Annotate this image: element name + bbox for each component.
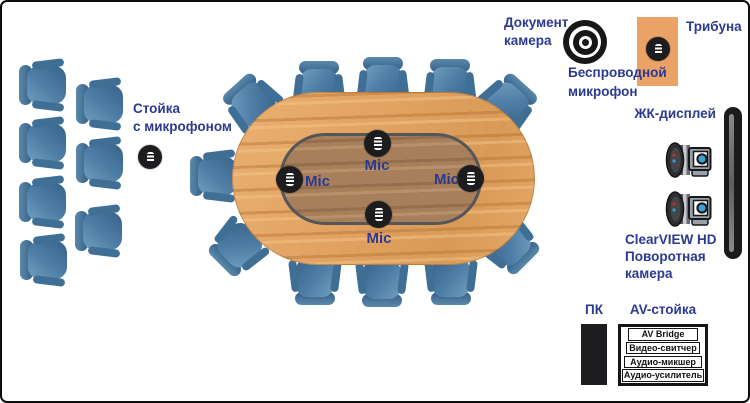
chair-seat bbox=[84, 85, 123, 123]
ptz-camera-icon bbox=[665, 142, 712, 178]
chair bbox=[75, 204, 125, 258]
rack-unit-audio-amplifier: Аудио-усилитель bbox=[622, 369, 704, 382]
mic-grille-icon bbox=[146, 151, 154, 163]
lcd-stripe bbox=[729, 114, 734, 252]
ring bbox=[563, 20, 607, 64]
rack-unit-audio-mixer: Аудио-микшер bbox=[624, 355, 702, 369]
chair-seat bbox=[27, 66, 66, 104]
chair-seat bbox=[363, 260, 401, 299]
mic-grille-icon bbox=[374, 208, 383, 221]
chair-seat bbox=[83, 212, 122, 250]
lcd-display-label: ЖК-дисплей bbox=[634, 106, 716, 121]
lcd-display-bar bbox=[724, 107, 742, 259]
mic-label-left: Mic bbox=[305, 173, 331, 190]
rack-unit-av-bridge: AV Bridge bbox=[628, 328, 698, 341]
chair-seat bbox=[84, 144, 123, 182]
microphone-stand-icon bbox=[138, 145, 162, 169]
chair-seat bbox=[28, 241, 67, 279]
microphone-icon bbox=[365, 201, 392, 228]
chair bbox=[76, 136, 126, 190]
pc-tower bbox=[581, 324, 607, 385]
wireless-microphone-icon bbox=[646, 37, 670, 61]
microphone-icon bbox=[276, 166, 303, 193]
chair bbox=[76, 77, 126, 131]
chair bbox=[19, 116, 69, 170]
chair bbox=[19, 58, 69, 112]
mic-grille-icon bbox=[466, 172, 475, 185]
rack-unit-video-switcher: Видео-свитчер bbox=[626, 341, 700, 355]
document-camera-icon bbox=[563, 20, 607, 64]
mic-grille-icon bbox=[285, 173, 294, 186]
av-rack: AV Bridge Видео-свитчер Аудио-микшер Ауд… bbox=[618, 324, 708, 386]
av-rack-label: AV-стойка bbox=[629, 302, 697, 317]
mic-label-top: Mic bbox=[364, 157, 390, 174]
chair bbox=[19, 175, 69, 229]
ptz-camera-icon bbox=[665, 191, 712, 227]
microphone-icon bbox=[457, 165, 484, 192]
mic-label-bottom: Mic bbox=[366, 230, 392, 247]
chair bbox=[20, 233, 70, 287]
mic-grille-icon bbox=[654, 43, 662, 55]
mic-grille-icon bbox=[373, 137, 382, 150]
podium-label: Трибуна bbox=[686, 19, 742, 34]
pc-label: ПК bbox=[585, 302, 603, 317]
microphone-icon bbox=[364, 130, 391, 157]
mic-label-right: Mic bbox=[433, 171, 459, 188]
chair-seat bbox=[27, 183, 66, 221]
chair-seat bbox=[27, 124, 66, 162]
